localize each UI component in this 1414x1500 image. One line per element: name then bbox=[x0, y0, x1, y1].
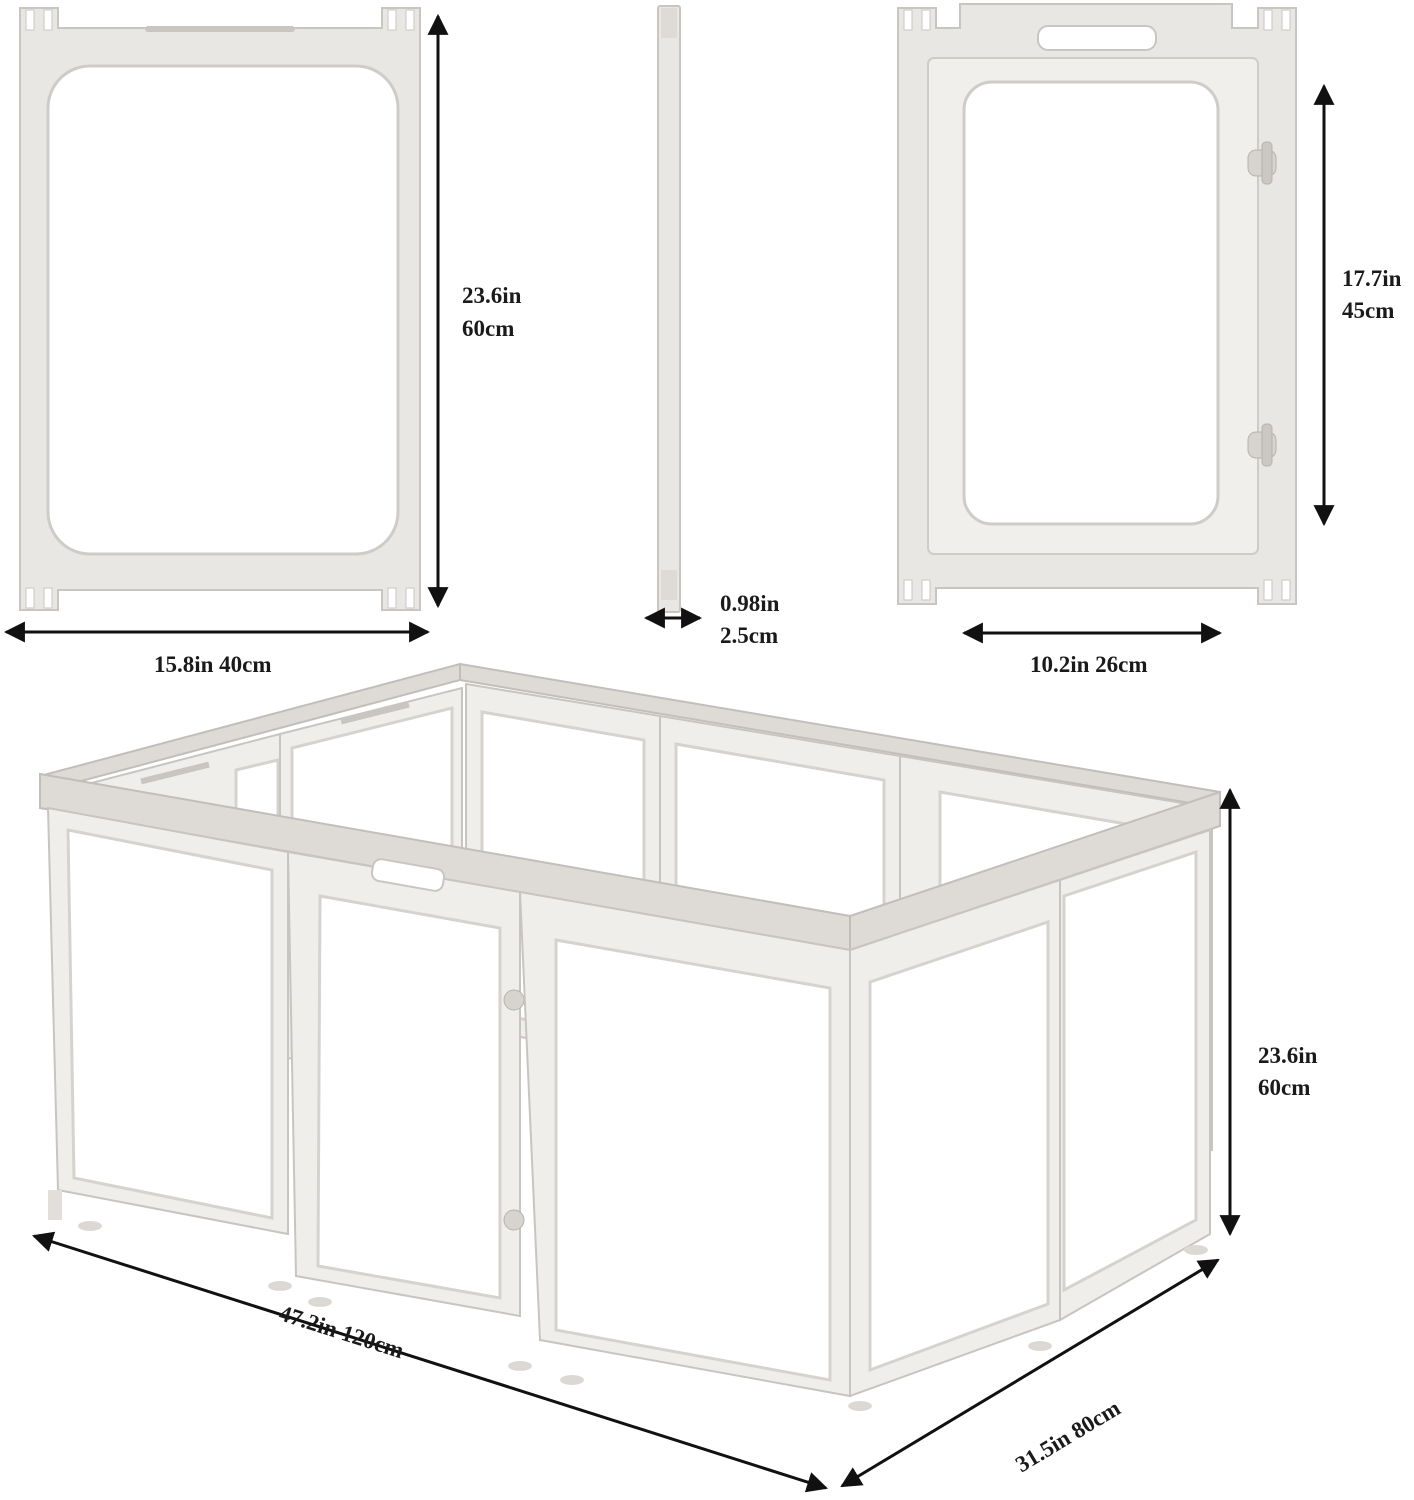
gate-height-label: 17.7in bbox=[1342, 266, 1402, 291]
assembled-length-label: 47.2in 120cm bbox=[276, 1300, 407, 1363]
thickness-label: 0.98in bbox=[720, 591, 780, 616]
assembled-height-label: 23.6in bbox=[1258, 1043, 1318, 1068]
gate-latch-top bbox=[1247, 141, 1277, 185]
standard-height-metric-label: 60cm bbox=[462, 316, 514, 341]
assembled-depth-label: 31.5in 80cm bbox=[1011, 1395, 1125, 1477]
gate-width-label: 10.2in 26cm bbox=[1030, 652, 1148, 677]
assembled-playpen bbox=[39, 662, 1221, 1411]
standard-width-label: 15.8in 40cm bbox=[154, 652, 272, 677]
assembled-height-metric-label: 60cm bbox=[1258, 1075, 1310, 1100]
front-gate bbox=[316, 858, 525, 1300]
assembled-depth-dimension-line bbox=[840, 1258, 1220, 1488]
gate-height-metric-label: 45cm bbox=[1342, 298, 1394, 323]
thickness-metric-label: 2.5cm bbox=[720, 623, 778, 648]
gate-latch-bottom bbox=[1247, 423, 1277, 467]
gate-panel bbox=[897, 3, 1297, 605]
standard-height-label: 23.6in bbox=[462, 283, 522, 308]
standard-panel bbox=[19, 7, 421, 611]
assembled-length-dimension-line bbox=[31, 1231, 829, 1493]
panel-side-view bbox=[657, 5, 681, 613]
